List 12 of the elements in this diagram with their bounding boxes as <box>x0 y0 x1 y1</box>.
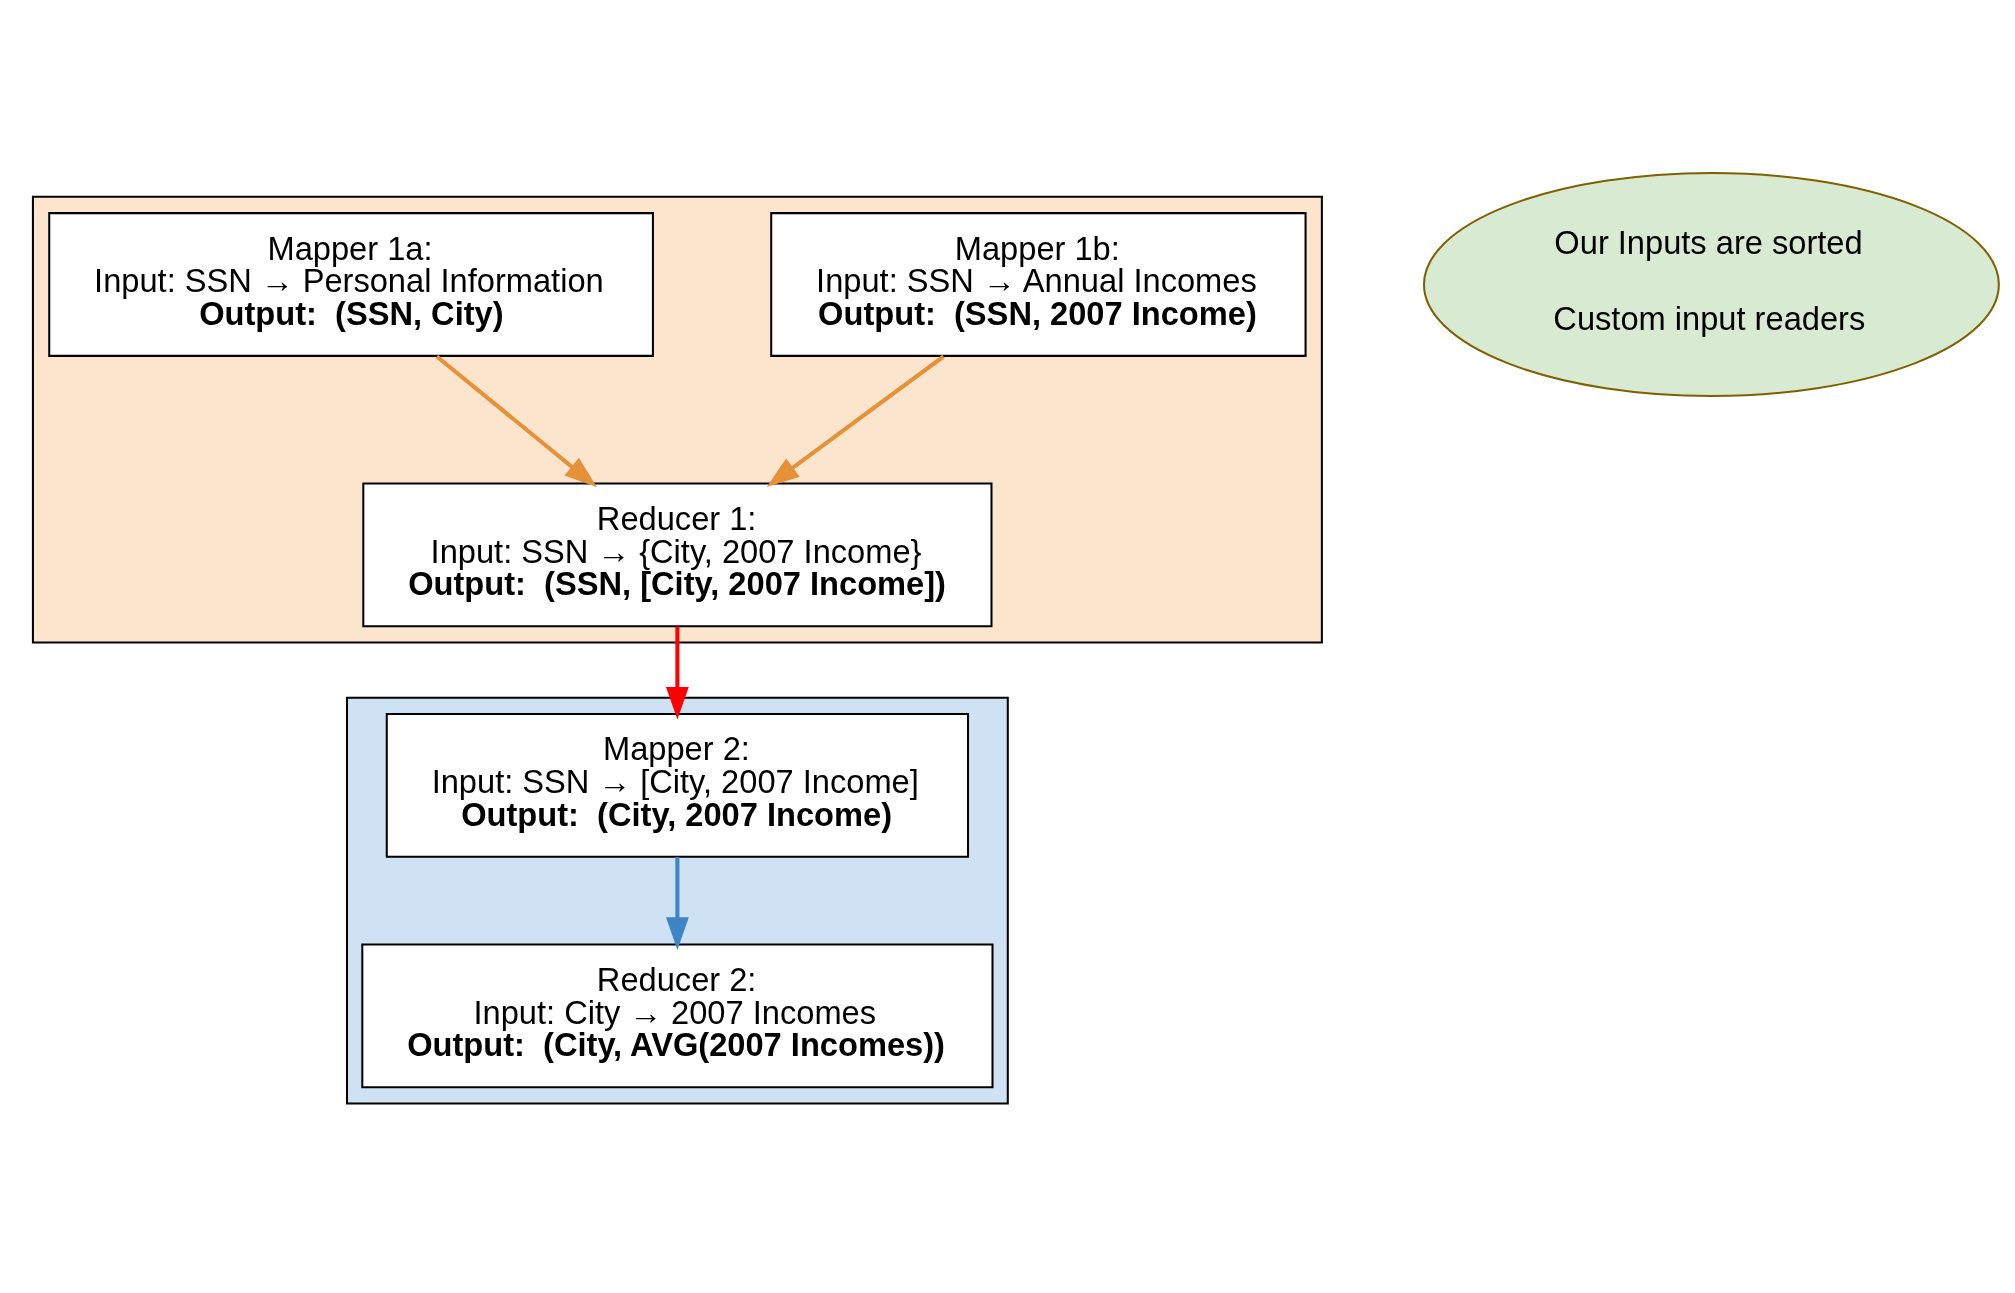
node-box: Mapper 1b: Input: SSN → Annual Incomes Output: (SSN, 2007 Income) <box>770 212 1307 357</box>
cluster <box>31 195 1323 644</box>
node-box: Mapper 2: Input: SSN → [City, 2007 Income] Output: (City, 2007 Income) <box>385 712 970 858</box>
arrow <box>435 354 597 488</box>
node-box: Reducer 2: Input: City → 2007 Incomes Output: (City, AVG(2007 Incomes)) <box>361 943 994 1089</box>
arrow <box>766 354 945 488</box>
arrow <box>665 626 689 720</box>
node-box: Reducer 1: Input: SSN → {City, 2007 Income} Output: (SSN, [City, 2007 Income]) <box>362 482 993 628</box>
node-ellipse: Our Inputs are sorted Custom input readers <box>1422 171 2000 398</box>
arrow <box>665 857 689 951</box>
node-box: Mapper 1a: Input: SSN → Personal Information Output: (SSN, City) <box>48 212 654 357</box>
cluster <box>346 696 1009 1105</box>
